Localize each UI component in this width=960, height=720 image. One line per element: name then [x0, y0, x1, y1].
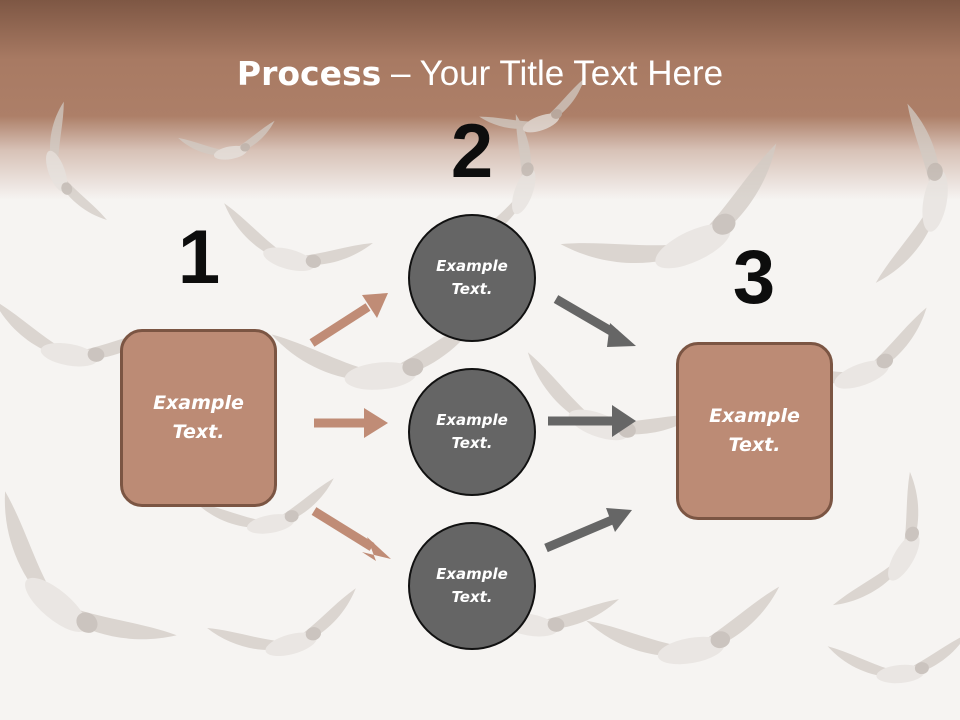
stage-number-1: 1	[177, 215, 221, 300]
title-dash: –	[381, 54, 420, 93]
stage-number-3: 3	[732, 235, 776, 320]
title-bold: Process	[236, 54, 382, 93]
title-rest: Your Title Text Here	[419, 54, 724, 93]
stage-number-2: 2	[450, 109, 494, 194]
stage-2-circle-3: Example Text.	[408, 522, 536, 650]
stage-2-circle-2-text: Example Text.	[436, 411, 508, 452]
stage-3-text: Example Text.	[709, 405, 800, 456]
stage-1-text: Example Text.	[153, 392, 244, 443]
arrow-1-to-circle-1	[309, 293, 388, 347]
arrow-circle-2-to-3	[548, 405, 636, 437]
stage-2-circle-2: Example Text.	[408, 368, 536, 496]
stage-3-box: Example Text.	[676, 342, 833, 520]
stage-2-circle-1-text: Example Text.	[436, 257, 508, 298]
arrow-1-to-circle-2	[314, 408, 388, 438]
stage-1-box: Example Text.	[120, 329, 277, 507]
stage-2-circle-3-text: Example Text.	[436, 565, 508, 606]
arrow-circle-1-to-3	[553, 295, 636, 347]
arrow-1-to-circle-3	[311, 507, 391, 561]
slide-title: Process – Your Title Text Here	[0, 52, 960, 96]
stage-2-circle-1: Example Text.	[408, 214, 536, 342]
arrow-circle-3-to-3	[544, 508, 632, 553]
header-band	[0, 0, 960, 200]
